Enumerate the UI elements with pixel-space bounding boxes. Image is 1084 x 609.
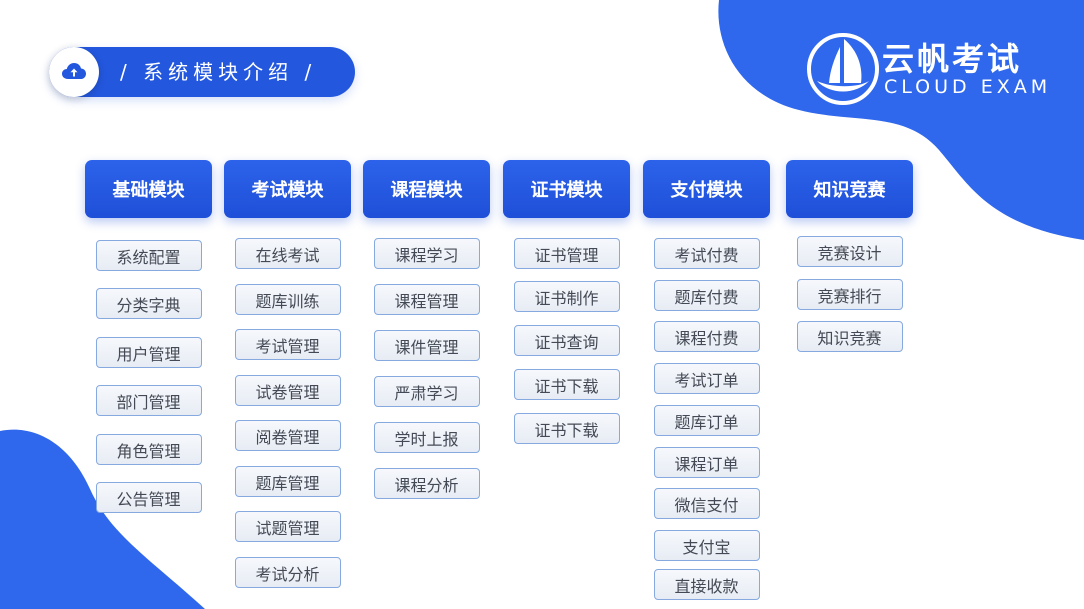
- module-item: 知识竞赛: [796, 321, 903, 352]
- corner-decoration-bottom-left: [0, 429, 205, 609]
- module-item: 课程分析: [373, 468, 480, 499]
- module-item: 阅卷管理: [234, 420, 341, 451]
- module-item: 证书制作: [513, 281, 620, 312]
- module-column-contest: 知识竞赛 竞赛设计 竞赛排行 知识竞赛: [786, 160, 913, 352]
- module-item: 证书下载: [513, 369, 620, 400]
- module-item: 课程管理: [373, 284, 480, 315]
- module-item: 证书管理: [513, 238, 620, 269]
- module-item: 证书下载: [513, 413, 620, 444]
- section-title: / 系统模块介绍 /: [120, 60, 317, 84]
- brand-name-cn: 云帆考试: [882, 40, 1023, 78]
- module-item: 题库训练: [234, 284, 341, 315]
- module-item: 课件管理: [373, 330, 480, 361]
- module-item: 在线考试: [234, 238, 341, 269]
- module-header: 考试模块: [224, 160, 351, 218]
- brand-name-en: CLOUD EXAM: [884, 76, 1052, 98]
- module-header: 证书模块: [503, 160, 630, 218]
- module-item: 题库订单: [653, 405, 760, 436]
- module-item: 学时上报: [373, 422, 480, 453]
- module-item: 课程订单: [653, 447, 760, 478]
- title-icon-badge: [49, 47, 99, 97]
- module-column-payment: 支付模块 考试付费 题库付费 课程付费 考试订单 题库订单 课程订单 微信支付 …: [643, 160, 770, 600]
- module-item: 分类字典: [95, 288, 202, 319]
- cloud-upload-icon: [62, 63, 86, 79]
- module-column-course: 课程模块 课程学习 课程管理 课件管理 严肃学习 学时上报 课程分析: [363, 160, 490, 499]
- module-column-basic: 基础模块 系统配置 分类字典 用户管理 部门管理 角色管理 公告管理: [85, 160, 212, 513]
- module-item: 用户管理: [95, 337, 202, 368]
- module-item: 部门管理: [95, 385, 202, 416]
- module-item: 支付宝: [653, 530, 760, 561]
- module-column-certificate: 证书模块 证书管理 证书制作 证书查询 证书下载 证书下载: [503, 160, 630, 444]
- module-item: 微信支付: [653, 488, 760, 519]
- module-item: 课程付费: [653, 321, 760, 352]
- module-header: 知识竞赛: [786, 160, 913, 218]
- module-header: 基础模块: [85, 160, 212, 218]
- section-title-banner: [49, 47, 355, 97]
- module-item: 题库付费: [653, 280, 760, 311]
- module-column-exam: 考试模块 在线考试 题库训练 考试管理 试卷管理 阅卷管理 题库管理 试题管理 …: [224, 160, 351, 588]
- module-item: 竞赛设计: [796, 236, 903, 267]
- module-item: 直接收款: [653, 569, 760, 600]
- module-item: 严肃学习: [373, 376, 480, 407]
- module-item: 角色管理: [95, 434, 202, 465]
- module-item: 考试订单: [653, 363, 760, 394]
- module-item: 证书查询: [513, 325, 620, 356]
- module-item: 考试分析: [234, 557, 341, 588]
- module-item: 课程学习: [373, 238, 480, 269]
- sailboat-icon: [807, 33, 879, 105]
- module-item: 竞赛排行: [796, 279, 903, 310]
- module-header: 课程模块: [363, 160, 490, 218]
- module-item: 考试付费: [653, 238, 760, 269]
- module-header: 支付模块: [643, 160, 770, 218]
- module-item: 考试管理: [234, 329, 341, 360]
- module-item: 题库管理: [234, 466, 341, 497]
- module-item: 公告管理: [95, 482, 202, 513]
- module-item: 系统配置: [95, 240, 202, 271]
- module-item: 试题管理: [234, 511, 341, 542]
- module-item: 试卷管理: [234, 375, 341, 406]
